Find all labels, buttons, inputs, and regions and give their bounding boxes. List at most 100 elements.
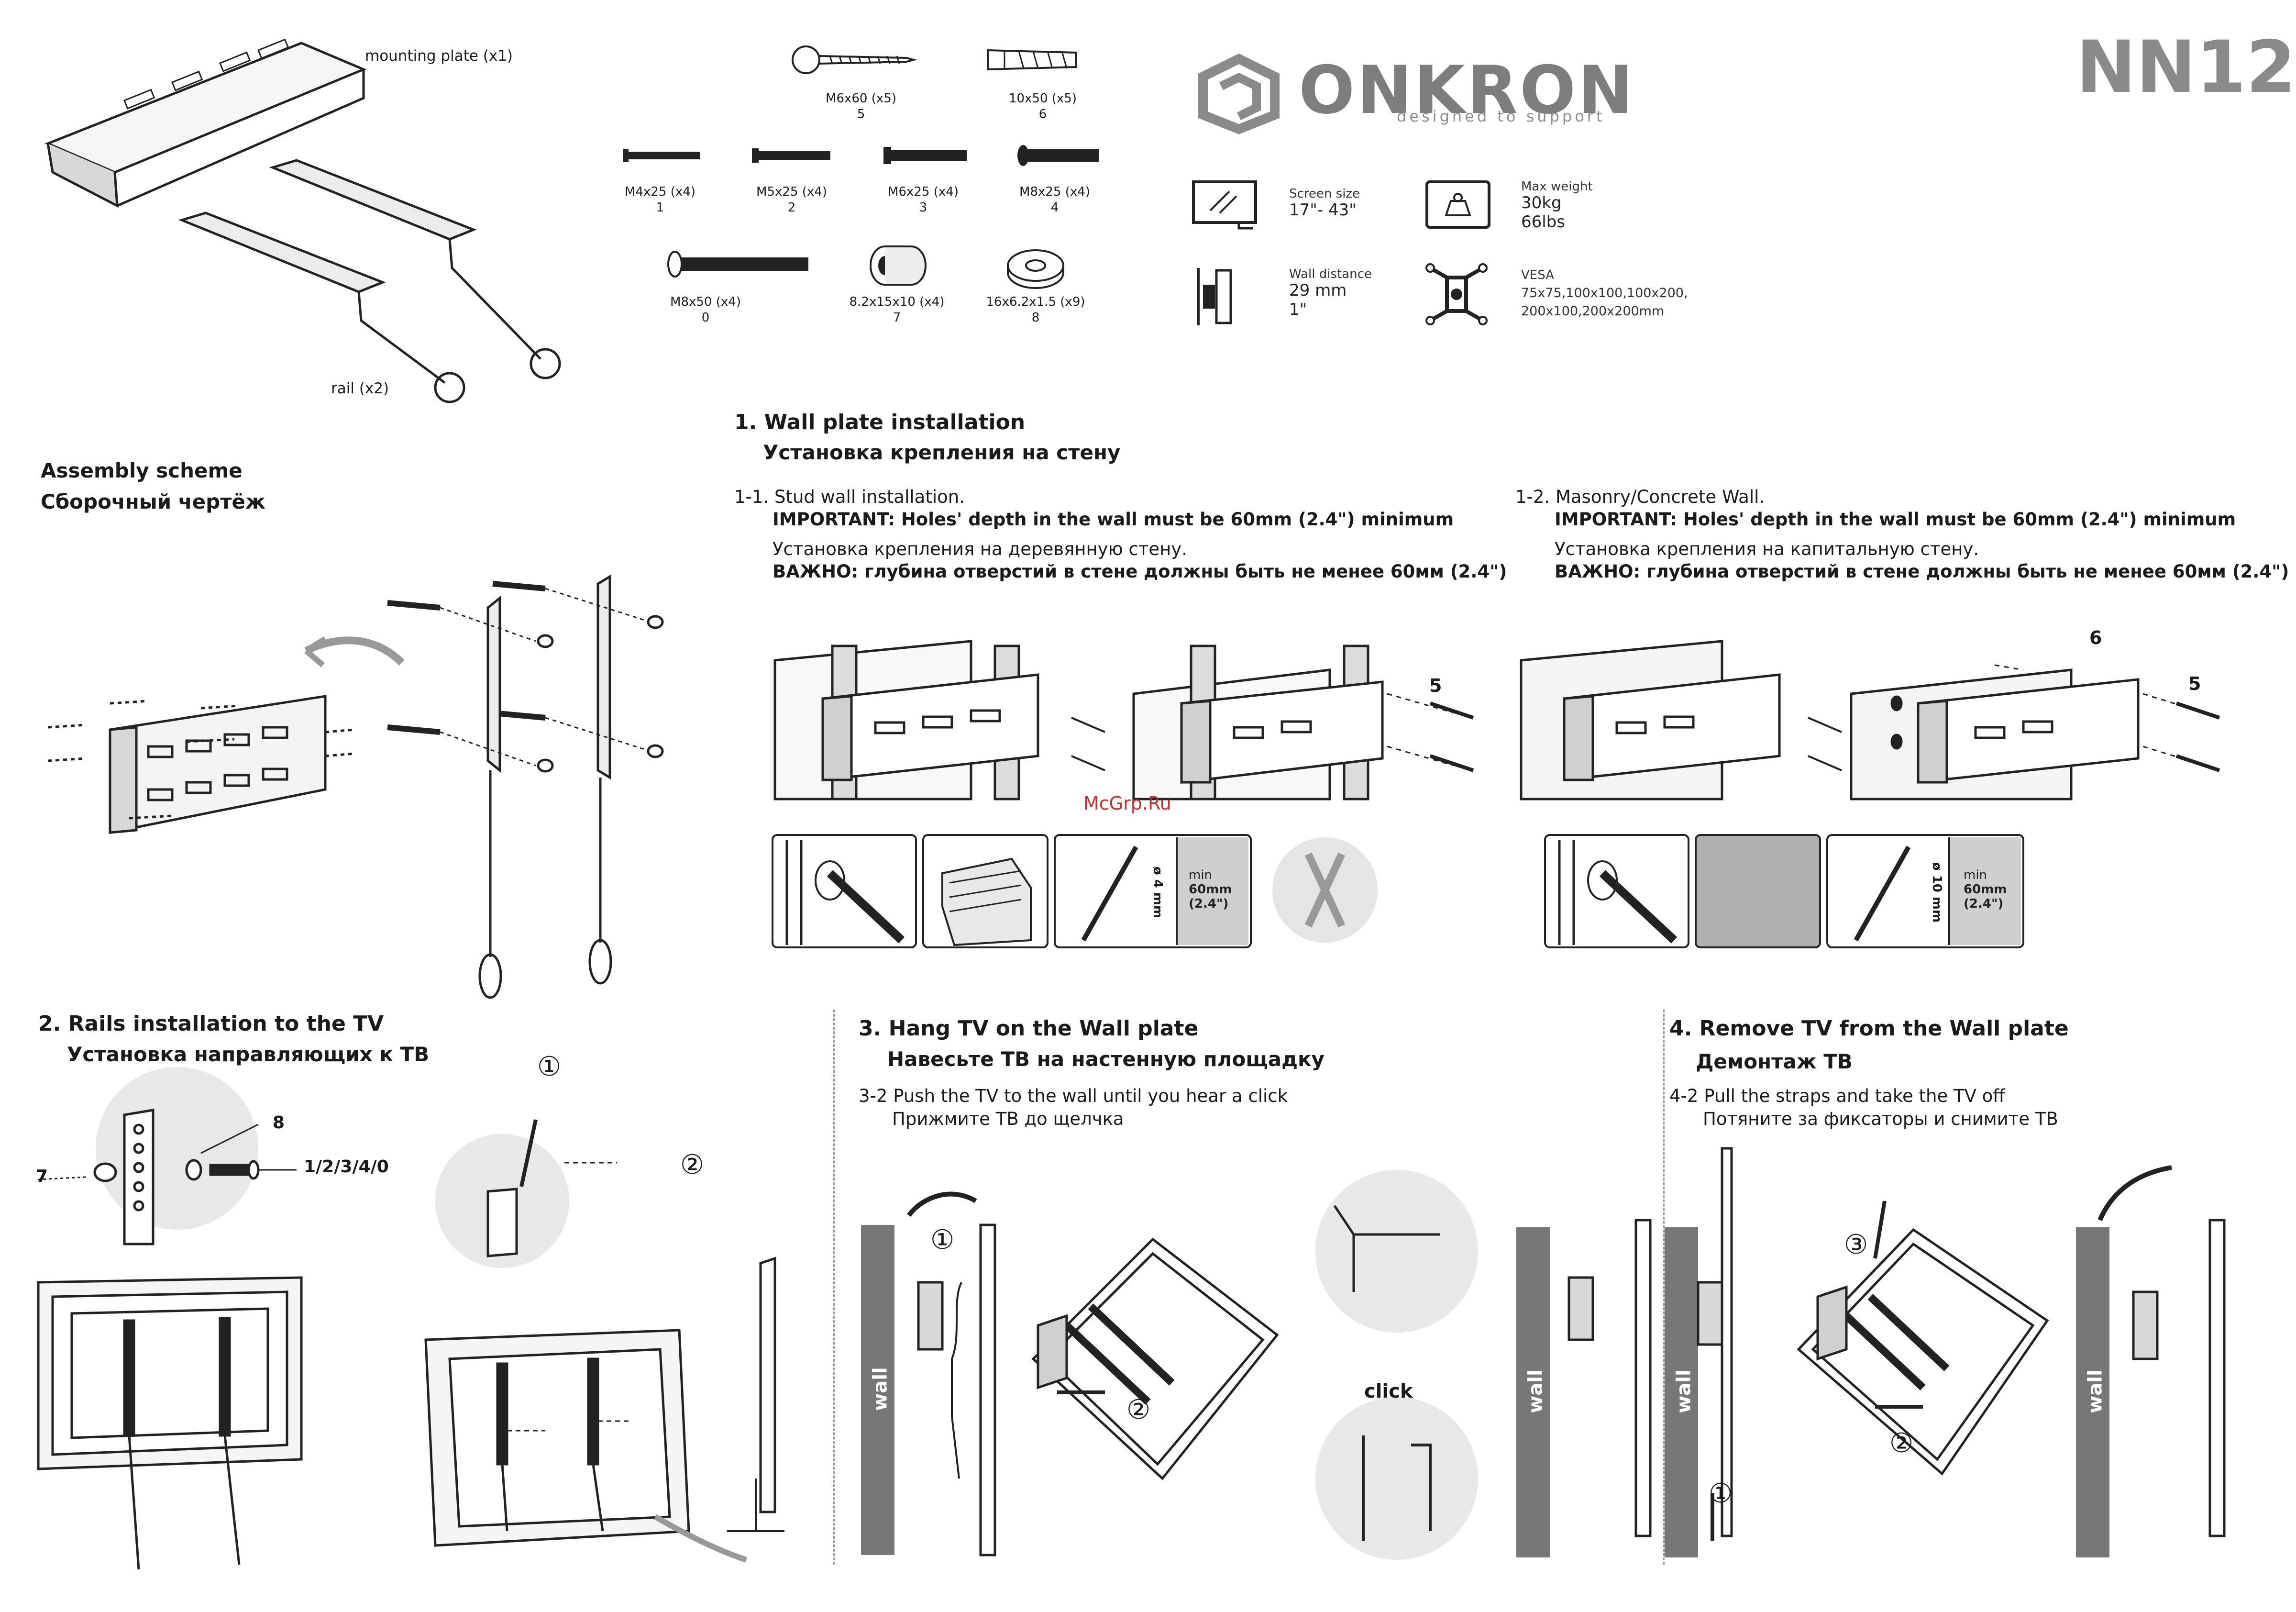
wall-panel-s3: wall [861,1225,894,1555]
screw-m4x25-icon [623,149,700,162]
section1-title-ru: Установка крепления на стену [763,441,1121,464]
divider-section3 [833,1010,835,1565]
brand-tagline: designed to support [1397,107,1605,125]
section4-title-ru: Демонтаж ТВ [1696,1050,1853,1073]
rail-label: rail (x2) [331,380,389,397]
label-screws: 1/2/3/4/0 [304,1157,389,1177]
min-depth-3: (2.4") [1189,896,1229,911]
spec-max-weight-value-lbs: 66lbs [1521,212,1566,232]
masonry-wall-illustration [1520,640,2220,800]
remove-step-3: ③ [1844,1229,1868,1260]
min-depth-1: min [1964,868,1987,882]
max-weight-icon [1425,180,1490,229]
rails-step-2: ② [680,1149,705,1180]
section2-title-ru: Установка направляющих к ТВ [67,1043,430,1066]
stud-line-4: ВАЖНО: глубина отверстий в стене должны … [773,561,1507,582]
wall-label: wall [869,1367,892,1411]
section3-step-en: 3-2 Push the TV to the wall until you he… [859,1086,1288,1106]
label-5-stud: 5 [1429,675,1442,696]
wall-label: wall [2084,1369,2107,1413]
hardware-code: 8.2x15x10 (x4) [849,295,945,309]
wall-anchor-10x50-icon [987,49,1077,71]
section3-title-ru: Навесьте ТВ на настенную площадку [887,1047,1325,1071]
hardware-num: 3 [919,200,927,215]
stud-detail-panels [772,834,1378,948]
masonry-line-1: 1-2. Masonry/Concrete Wall. [1515,487,1765,507]
masonry-line-2: IMPORTANT: Holes' depth in the wall must… [1555,509,2236,530]
screw-m6x25-icon [883,147,967,164]
spec-wall-distance-value-in: 1" [1289,300,1307,319]
hardware-code: 16x6.2x1.5 (x9) [986,295,1085,309]
assembly-illustration [47,574,664,999]
click-label: click [1364,1380,1413,1402]
remove-step-1: ① [1709,1478,1733,1509]
screw-m8x25-icon [1017,145,1099,166]
remove-step-2: ② [1889,1428,1914,1459]
hardware-num: 5 [857,107,865,122]
rails-step-1: ① [537,1051,562,1082]
section4-title-en: 4. Remove TV from the Wall plate [1669,1016,2069,1041]
stud-line-2: IMPORTANT: Holes' depth in the wall must… [773,509,1454,530]
hardware-num: 2 [787,200,796,215]
parts-illustration [44,38,561,403]
masonry-line-4: ВАЖНО: глубина отверстий в стене должны … [1555,561,2289,582]
hardware-code: M8x50 (x4) [670,295,741,309]
min-depth-3: (2.4") [1964,896,2004,911]
hardware-num: 8 [1031,310,1040,325]
section4-step-ru: Потяните за фиксаторы и снимите ТВ [1703,1109,2058,1129]
label-5-masonry: 5 [2188,673,2201,694]
min-depth-2: 60mm [1189,882,1232,897]
hardware-code: M6x60 (x5) [826,91,896,106]
spacer-8-2x15x10-icon [870,245,927,286]
spec-wall-distance-label: Wall distance [1289,267,1372,281]
hang-step-1: ① [930,1224,955,1256]
masonry-detail-panels [1544,834,2024,948]
hardware-code: M5x25 (x4) [756,185,827,199]
stud-line-1: 1-1. Stud wall installation. [734,487,965,507]
wall-label: wall [1524,1369,1547,1413]
min-depth-1: min [1189,868,1213,882]
logo-mark-icon [1198,53,1280,134]
wall-distance-icon [1197,268,1232,325]
section3-step-ru: Прижмите ТВ до щелчка [892,1109,1124,1129]
hardware-code: M4x25 (x4) [625,185,695,199]
spec-vesa-value: 75x75,100x100,100x200, [1521,286,1688,300]
hardware-num: 1 [656,200,664,215]
drill-stud-label: ø 4 mm [1150,866,1165,919]
brand-logo: ONKRON designed to support [1193,50,1633,134]
screw-m6x60-icon [792,45,917,74]
watermark: McGrp.Ru [1083,793,1171,814]
spec-max-weight-label: Max weight [1521,179,1593,194]
wall-panel-s4c: wall [2076,1227,2109,1557]
remove-tv-illustration [1516,1147,2226,1557]
wall-label: wall [1673,1369,1695,1413]
divider-section4 [1663,1010,1665,1565]
hardware-num: 4 [1050,200,1059,215]
hardware-num: 6 [1038,107,1047,122]
hardware-num: 0 [701,310,710,325]
spec-wall-distance-value: 29 mm [1289,281,1347,300]
drill-masonry-label: ø 10 mm [1930,862,1944,923]
screen-size-icon [1192,180,1257,230]
label-7: 7 [36,1167,48,1186]
screw-m5x25-icon [752,148,830,163]
masonry-line-3: Установка крепления на капитальную стену… [1555,539,1979,559]
spec-screen-size-value: 17"- 43" [1289,200,1357,220]
section1-title-en: 1. Wall plate installation [734,410,1026,434]
brand-name: ONKRON [1299,52,1635,129]
hardware-code: M6x25 (x4) [888,185,959,199]
wall-panel-s4b: wall [1665,1227,1698,1557]
label-6-masonry: 6 [2089,627,2102,648]
stud-line-3: Установка крепления на деревянную стену. [773,539,1187,559]
hardware-num: 7 [893,310,901,325]
spec-screen-size-label: Screen size [1289,187,1360,201]
wall-panel-s4a: wall [1516,1227,1550,1557]
stud-wall-illustration [773,640,1474,800]
assembly-title-en: Assembly scheme [41,459,243,482]
section2-title-en: 2. Rails installation to the TV [38,1012,384,1036]
washer-16x6-2x1-5-icon [1007,249,1064,289]
assembly-title-ru: Сборочный чертёж [41,490,265,513]
spec-vesa-value-2: 200x100,200x200mm [1521,304,1665,319]
section3-title-en: 3. Hang TV on the Wall plate [859,1016,1199,1041]
spec-max-weight-value: 30kg [1521,193,1562,212]
